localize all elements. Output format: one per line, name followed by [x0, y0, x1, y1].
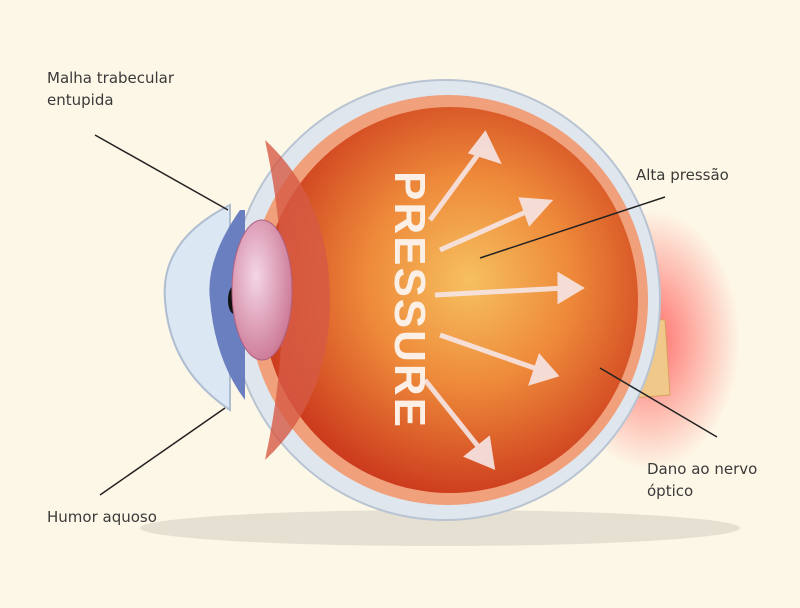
- cornea: [163, 203, 231, 412]
- pressure-arrows: [423, 130, 585, 471]
- lens: [231, 219, 293, 361]
- pressure-text: PRESSURE: [385, 171, 434, 429]
- label-aqueous-humor: Humor aquoso: [47, 508, 157, 526]
- ciliary-body: [265, 140, 330, 460]
- label-trabecular-meshwork: Malha trabecular entupida: [47, 69, 175, 109]
- label-high-pressure: Alta pressão: [636, 166, 729, 184]
- label-optic-nerve-damage: Dano ao nervo óptico: [647, 460, 758, 500]
- pointer-lines: [94, 134, 718, 496]
- shadow: [140, 510, 740, 546]
